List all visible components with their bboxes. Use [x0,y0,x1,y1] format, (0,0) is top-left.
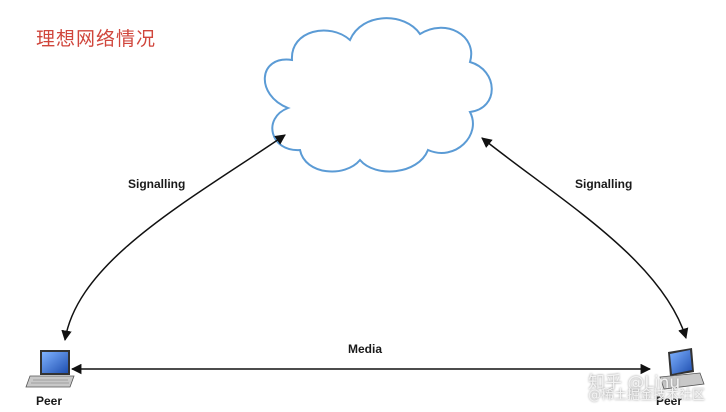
diagram-title: 理想网络情况 [36,28,157,50]
laptop-icon [659,348,705,390]
media-label: Media [348,342,383,356]
signalling-label-left: Signalling [128,177,186,191]
watermark-juejin: @稀土掘金技术社区 [588,388,706,403]
cloud-icon [263,17,493,173]
signalling-arrow-right [481,137,689,340]
signalling-label-right: Signalling [575,177,633,191]
signalling-arrow-left [61,134,286,342]
watermark-zhihu: 知乎 @Linu [588,373,681,393]
peer-label-left: Peer [36,394,63,408]
laptop-icon [25,350,75,388]
peer-label-right: Peer [656,394,683,408]
